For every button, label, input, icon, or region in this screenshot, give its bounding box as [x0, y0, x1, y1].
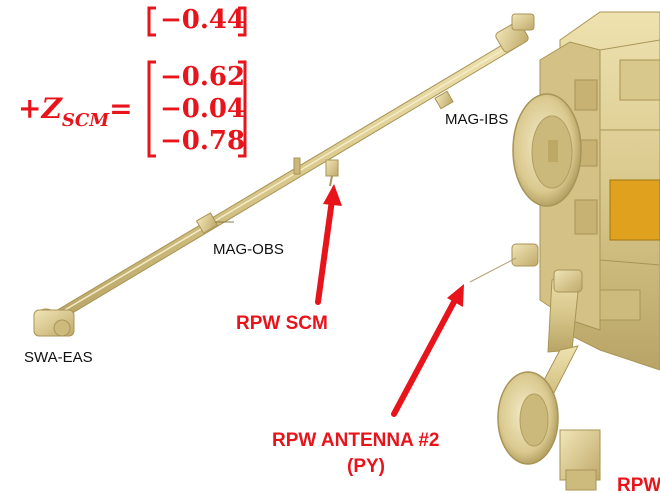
rpw-antenna-mount	[470, 244, 538, 282]
rpw-antenna-callout-line1: RPW ANTENNA #2	[272, 430, 440, 452]
z-vector-component-x: −0.62	[160, 61, 245, 93]
mag-obs-label: MAG-OBS	[213, 241, 284, 258]
vector-top-last-component: −0.44	[160, 4, 245, 36]
z-scm-label: +ZSCM=	[18, 92, 133, 125]
arrow-rpw-antenna	[394, 284, 464, 414]
rpw-antenna-callout-line2: (PY)	[347, 456, 385, 478]
rpw-cut-callout: RPW	[617, 475, 660, 493]
high-gain-antenna	[513, 94, 581, 206]
rpw-scm-callout: RPW SCM	[236, 313, 328, 335]
z-vector-component-z: −0.78	[160, 125, 245, 157]
arrow-rpw-scm	[318, 184, 342, 302]
swa-eas-label: SWA-EAS	[24, 349, 93, 366]
z-vector-component-y: −0.04	[160, 93, 245, 125]
z-label-subscript: SCM	[62, 110, 109, 131]
mag-ibs-label: MAG-IBS	[445, 111, 508, 128]
z-label-equals: =	[109, 92, 132, 125]
instrument-boom	[44, 14, 534, 324]
swa-eas-sensor	[34, 309, 74, 336]
z-label-prefix: +Z	[18, 92, 62, 125]
